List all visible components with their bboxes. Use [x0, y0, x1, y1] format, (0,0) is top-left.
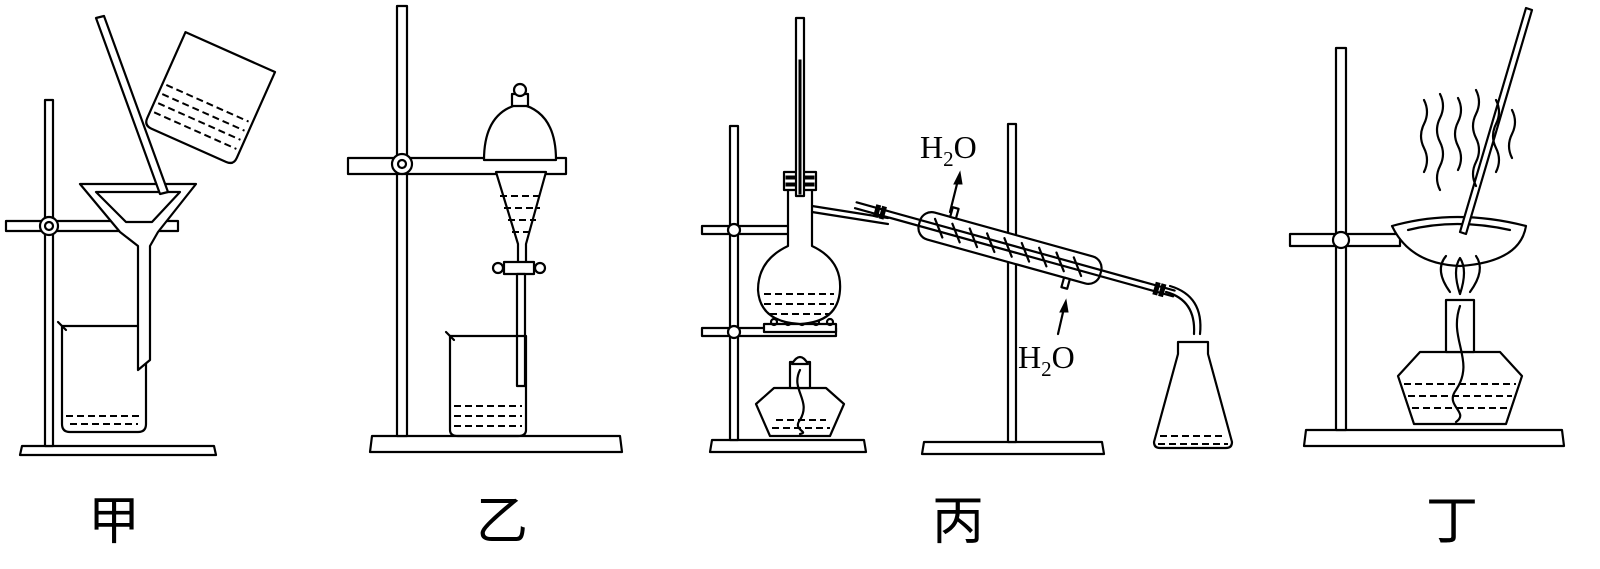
stirring-rod [1458, 6, 1534, 236]
condenser [853, 201, 1176, 298]
stand-base [368, 434, 624, 454]
evaporating-dish [1390, 215, 1528, 268]
stand-rod [43, 98, 55, 448]
water-outlet-label: H2O [920, 129, 977, 171]
stand-base [1302, 428, 1566, 448]
water-inlet-label: H2O [1018, 339, 1075, 381]
funnel-stem [515, 272, 527, 388]
stand-base [18, 444, 218, 457]
filter-funnel [78, 182, 198, 372]
caption-bing: 丙 [931, 492, 984, 552]
receiving-beaker [448, 334, 528, 438]
caption-jia: 甲 [87, 492, 140, 552]
evaporation-apparatus [1288, 6, 1566, 448]
alcohol-lamp [754, 386, 846, 438]
caption-yi: 乙 [475, 492, 528, 552]
stopcock [502, 260, 536, 276]
stand-base [920, 440, 1106, 456]
receiving-beaker [60, 324, 148, 434]
flask-clamp-arm [700, 224, 800, 236]
separation-apparatus [346, 4, 624, 454]
caption-ding: 丁 [1425, 492, 1478, 552]
filtration-apparatus [4, 14, 277, 457]
glass-rod [94, 14, 170, 196]
stand-rod [395, 4, 409, 438]
distillation-apparatus [700, 16, 1234, 456]
alcohol-lamp [1396, 350, 1524, 426]
stand-rod [728, 124, 740, 442]
separatory-funnel-top [482, 102, 558, 162]
receiving-flask [1152, 340, 1234, 450]
stand-base [708, 438, 868, 454]
pouring-beaker [145, 31, 277, 165]
stand-rod [1006, 122, 1018, 444]
separatory-funnel-cone [494, 170, 548, 274]
distillation-flask [756, 186, 842, 326]
iron-ring-arm [4, 219, 180, 233]
